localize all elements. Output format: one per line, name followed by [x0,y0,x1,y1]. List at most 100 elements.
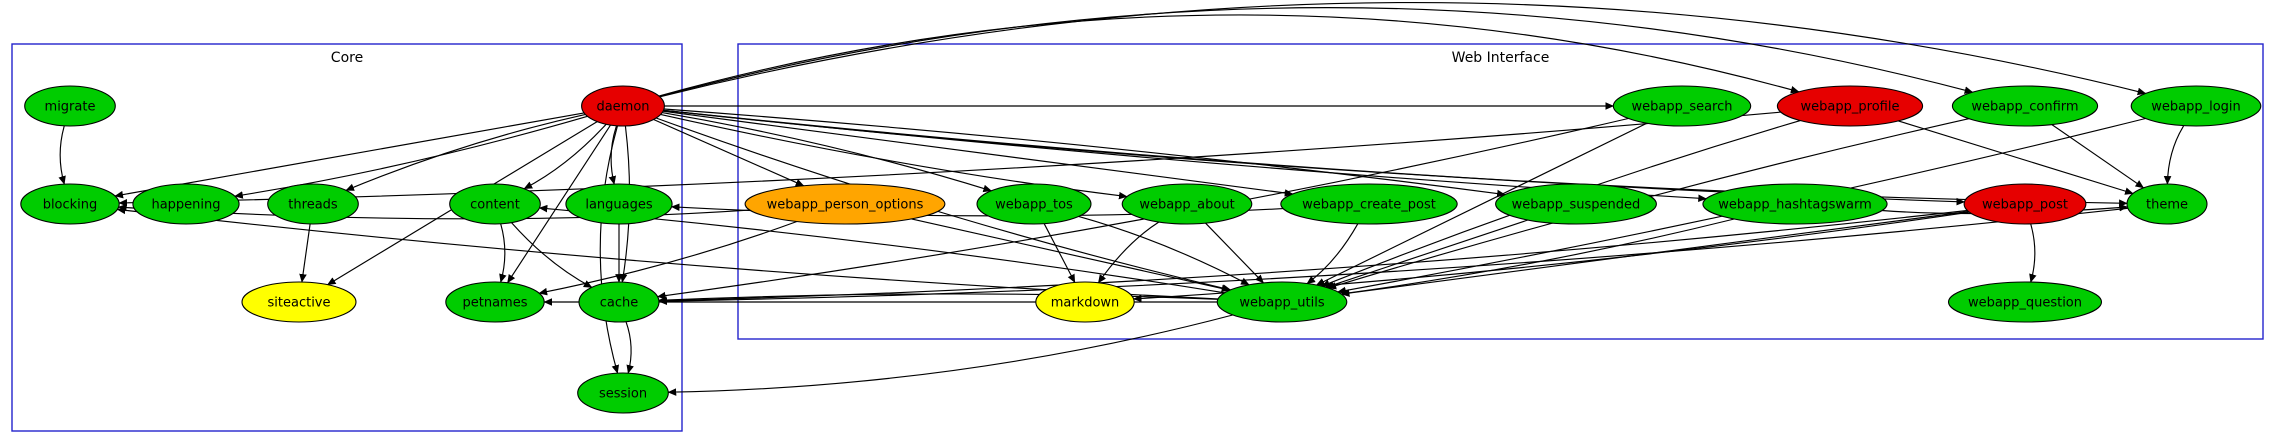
node-shape-daemon [581,85,665,127]
node-label-webapp_post: webapp_post [1982,198,2068,213]
node-webapp_tos: webapp_tos [976,183,1092,225]
node-shape-blocking [20,183,120,225]
node-label-threads: threads [288,198,338,213]
node-webapp_login: webapp_login [2130,85,2262,127]
node-shape-webapp_search [1612,85,1752,127]
node-shape-webapp_suspended [1495,183,1657,225]
edge-webapp_about-to-markdown [1097,221,1160,284]
node-label-cache: cache [600,296,639,311]
cluster-layer: Core Web Interface [11,43,2264,432]
node-label-webapp_search: webapp_search [1631,100,1732,115]
node-label-migrate: migrate [45,100,96,115]
node-label-languages: languages [585,198,653,213]
edge-webapp_profile-to-theme [1898,120,2134,195]
node-daemon: daemon [581,85,665,127]
edge-daemon-to-webapp_suspended [663,108,1506,198]
node-label-markdown: markdown [1051,296,1120,311]
edge-daemon-to-webapp_confirm [659,7,1974,97]
node-content: content [449,183,541,225]
edge-threads-to-siteactive [299,223,311,283]
edge-webapp_hashtagswarm-to-webapp_utils [1340,218,1735,297]
node-label-webapp_suspended: webapp_suspended [1512,198,1641,213]
node-label-webapp_confirm: webapp_confirm [1971,100,2078,115]
node-webapp_confirm: webapp_confirm [1951,85,2099,127]
edge-webapp_post-to-webapp_question [2029,223,2037,283]
cluster-web: Web Interface [737,43,2264,340]
node-shape-webapp_utils [1216,281,1348,323]
node-label-petnames: petnames [463,296,528,311]
edge-daemon-to-happening [234,115,588,199]
node-shape-webapp_hashtagswarm [1702,183,1888,225]
node-label-webapp_login: webapp_login [2151,100,2241,115]
edge-theme-to-cache [658,207,2128,305]
edge-daemon-to-webapp_person_options [653,118,805,187]
node-webapp_about: webapp_about [1121,183,1253,225]
edge-daemon-to-webapp_create_post [662,110,1294,197]
node-webapp_create_post: webapp_create_post [1280,183,1458,225]
node-label-webapp_person_options: webapp_person_options [767,198,924,213]
node-label-webapp_profile: webapp_profile [1801,100,1900,115]
node-shape-session [577,372,669,414]
node-webapp_utils: webapp_utils [1216,281,1348,323]
node-shape-webapp_question [1947,281,2103,323]
node-layer: migrate daemon blocking happening threads con… [20,85,2262,414]
edge-webapp_confirm-to-theme [2051,124,2145,189]
cluster-label-core: Core [331,50,363,66]
edge-content-to-cache [511,222,593,288]
edge-webapp_profile-to-blocking [118,111,1781,207]
edge-webapp_create_post-to-webapp_utils [1306,223,1359,285]
edge-webapp_person_options-to-webapp_utils [911,218,1231,293]
node-webapp_hashtagswarm: webapp_hashtagswarm [1702,183,1888,225]
edge-daemon-to-languages [608,125,618,185]
node-shape-cache [578,281,660,323]
edge-daemon-to-petnames [507,124,611,284]
node-label-session: session [599,387,647,402]
edge-daemon-to-session [599,125,620,374]
node-label-webapp_utils: webapp_utils [1239,296,1324,311]
node-shape-webapp_person_options [744,183,946,225]
node-markdown: markdown [1035,281,1135,323]
node-webapp_suspended: webapp_suspended [1495,183,1657,225]
node-shape-webapp_confirm [1951,85,2099,127]
node-languages: languages [565,183,673,225]
node-shape-markdown [1035,281,1135,323]
cluster-label-web: Web Interface [1452,50,1550,66]
node-shape-webapp_tos [976,183,1092,225]
node-label-content: content [470,198,520,213]
node-webapp_question: webapp_question [1947,281,2103,323]
node-theme: theme [2126,183,2208,225]
edge-webapp_login-to-theme [2163,125,2185,185]
edge-cache-to-session [625,321,634,374]
edge-webapp_person_options-to-petnames [538,220,798,296]
edge-daemon-to-webapp_profile [658,14,1800,97]
edge-layer [58,1,2185,396]
edge-daemon-to-threads [345,113,586,191]
node-threads: threads [267,183,359,225]
edge-daemon-to-webapp_about [660,113,1128,200]
node-shape-happening [132,183,240,225]
edge-webapp_about-to-webapp_utils [1205,222,1264,284]
node-blocking: blocking [20,183,120,225]
edge-webapp_utils-to-cache [658,293,1218,304]
node-label-webapp_create_post: webapp_create_post [1302,198,1436,213]
edge-daemon-to-webapp_login [659,1,2147,98]
node-label-daemon: daemon [596,100,649,115]
node-shape-siteactive [241,281,357,323]
node-petnames: petnames [445,281,545,323]
node-shape-webapp_login [2130,85,2262,127]
edge-migrate-to-blocking [58,125,66,185]
node-shape-webapp_about [1121,183,1253,225]
node-label-webapp_hashtagswarm: webapp_hashtagswarm [1718,198,1872,213]
node-shape-threads [267,183,359,225]
node-shape-webapp_profile [1776,85,1924,127]
node-shape-webapp_post [1963,183,2087,225]
node-label-webapp_about: webapp_about [1139,198,1234,213]
node-label-theme: theme [2146,198,2188,213]
node-label-happening: happening [151,198,220,213]
edge-content-to-petnames [499,223,507,283]
edge-webapp_utils-to-session [667,314,1233,396]
edge-webapp_suspended-to-webapp_utils [1325,219,1529,289]
node-migrate: migrate [24,85,116,127]
